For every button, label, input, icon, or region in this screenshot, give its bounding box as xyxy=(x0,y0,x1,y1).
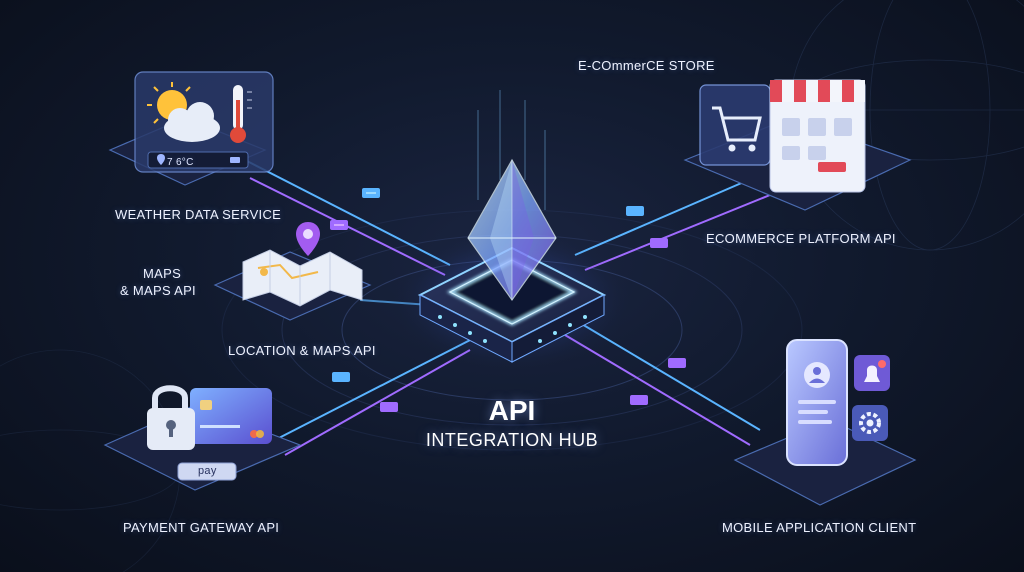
location-pin-icon xyxy=(157,154,165,165)
maps-node-label-line2: & MAPS API xyxy=(120,283,196,298)
temperature-readout: 7 6°C xyxy=(167,157,194,168)
hub-platform xyxy=(392,90,632,370)
hub-subtitle: INTEGRATION HUB xyxy=(425,430,599,450)
crystal-icon xyxy=(467,158,557,302)
hub-title: API xyxy=(488,395,536,426)
padlock-icon xyxy=(147,385,195,450)
ecommerce-node xyxy=(683,79,912,211)
cloud-icon xyxy=(164,102,220,142)
ecommerce-node-label: ECOMMERCE PLATFORM API xyxy=(706,231,896,246)
location-pin-icon xyxy=(296,222,320,256)
gear-icon xyxy=(852,405,888,441)
maps-node xyxy=(213,222,372,321)
shopping-cart-icon xyxy=(699,84,771,166)
credit-card-icon xyxy=(190,388,272,444)
payment-node-label: PAYMENT GATEWAY API xyxy=(123,520,280,535)
payment-node xyxy=(103,385,302,491)
mobile-node-label: MOBILE APPLICATION CLIENT xyxy=(722,520,917,535)
ecommerce-heading: E-COmmerCE STORE xyxy=(578,58,715,73)
storefront-icon xyxy=(769,79,866,193)
pay-button: pay xyxy=(198,465,217,477)
bell-icon xyxy=(854,355,890,391)
location-maps-label: LOCATION & MAPS API xyxy=(228,343,376,358)
maps-node-label-line1: MAPS xyxy=(143,266,182,281)
mobile-node xyxy=(733,339,917,506)
weather-node-label: WEATHER DATA SERVICE xyxy=(115,207,282,222)
user-profile-icon xyxy=(804,362,830,388)
weather-node xyxy=(108,71,274,186)
map-icon xyxy=(242,249,363,307)
thermometer-icon xyxy=(230,85,252,143)
pay-button-shape xyxy=(177,462,237,481)
smartphone-icon xyxy=(786,339,848,466)
data-packets xyxy=(330,188,686,412)
